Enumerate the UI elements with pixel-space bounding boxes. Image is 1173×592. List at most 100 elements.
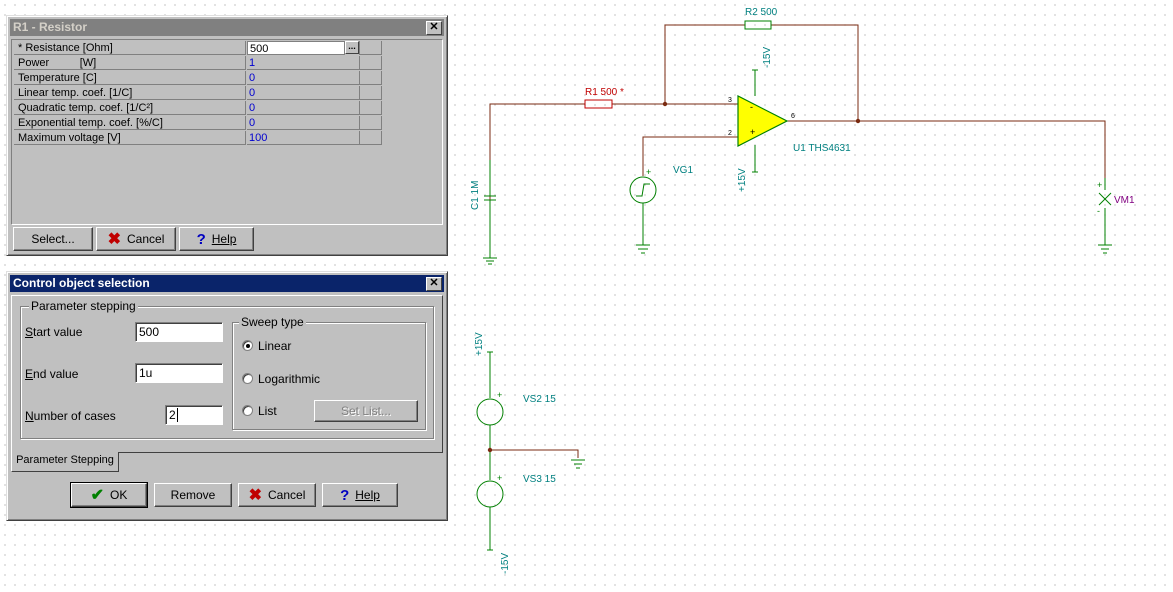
- rail-pos-bottom: +15V: [737, 168, 748, 192]
- ok-button[interactable]: ✔ OK: [70, 482, 148, 508]
- help-button[interactable]: ? Help: [179, 227, 254, 251]
- junctions: [487, 101, 861, 453]
- radio-list-label[interactable]: List: [258, 404, 277, 418]
- vg1-label: VG1: [673, 165, 693, 176]
- property-extra-cell: [359, 56, 382, 70]
- property-value-input[interactable]: 500: [247, 41, 345, 55]
- tab-parameter-stepping[interactable]: Parameter Stepping: [11, 452, 119, 472]
- property-value[interactable]: 0: [247, 101, 359, 115]
- opamp-minus: -: [750, 102, 753, 112]
- set-list-button[interactable]: Set List...: [314, 400, 418, 422]
- property-row[interactable]: Maximum voltage [V] 100: [14, 131, 392, 146]
- start-value-text: 500: [139, 325, 160, 339]
- cancel-button-label: Cancel: [127, 232, 165, 246]
- control-object-dialog: Control object selection ✕ Parameter ste…: [6, 271, 448, 521]
- start-value-label: Start value: [25, 325, 83, 339]
- pin-2: 2: [728, 130, 732, 137]
- tab-parameter-stepping-label: Parameter Stepping: [16, 454, 114, 466]
- resistor-r1[interactable]: [584, 99, 613, 109]
- end-value-input[interactable]: 1u: [135, 363, 223, 383]
- select-button-label: Select...: [31, 232, 75, 246]
- resistor-dialog-title: R1 - Resistor: [13, 20, 88, 34]
- property-row[interactable]: Temperature [C] 0: [14, 71, 392, 86]
- close-icon[interactable]: ✕: [426, 21, 442, 35]
- property-row[interactable]: Linear temp. coef. [1/C] 0: [14, 86, 392, 101]
- resistor-dialog: R1 - Resistor ✕ * Resistance [Ohm] 500 .…: [6, 15, 448, 256]
- property-name: Temperature [C]: [14, 71, 246, 85]
- pin-6: 6: [791, 113, 795, 120]
- property-extra-cell: [359, 131, 382, 145]
- resistor-dialog-titlebar[interactable]: R1 - Resistor ✕: [10, 19, 444, 36]
- radio-linear-label[interactable]: Linear: [258, 339, 292, 353]
- sweep-type-group: Sweep type: [232, 315, 426, 430]
- opamp-u1[interactable]: [737, 95, 789, 147]
- help-icon: ?: [340, 486, 350, 504]
- checkmark-icon: ✔: [90, 487, 105, 504]
- resistor-r2[interactable]: [744, 20, 772, 30]
- radio-logarithmic[interactable]: [242, 373, 253, 384]
- help-icon: ?: [196, 230, 206, 248]
- property-value[interactable]: 0: [247, 71, 359, 85]
- cancel-button[interactable]: ✖ Cancel: [238, 483, 316, 507]
- remove-button[interactable]: Remove: [154, 483, 232, 507]
- property-extra-cell: [359, 86, 382, 100]
- radio-logarithmic-label[interactable]: Logarithmic: [258, 372, 321, 386]
- help-button[interactable]: ? Help: [322, 483, 398, 507]
- property-value[interactable]: 1: [247, 56, 359, 70]
- rail-neg-supply: -15V: [500, 553, 511, 574]
- property-value[interactable]: 0: [247, 86, 359, 100]
- rail-pos-supply: +15V: [474, 332, 485, 356]
- end-value-text: 1u: [139, 366, 153, 380]
- pin-3: 3: [728, 97, 732, 104]
- radio-list[interactable]: [242, 405, 253, 416]
- property-value[interactable]: 0: [247, 116, 359, 130]
- parameter-stepping-group: Parameter stepping: [20, 299, 434, 439]
- property-extra-cell: [359, 116, 382, 130]
- vs3-plus: +: [497, 473, 502, 483]
- opamp-label: U1 THS4631: [793, 143, 851, 154]
- cancel-button[interactable]: ✖ Cancel: [96, 227, 176, 251]
- voltage-source-vs3[interactable]: [476, 450, 504, 551]
- property-row[interactable]: Power [W] 1: [14, 56, 392, 71]
- number-of-cases-label: Number of cases: [25, 409, 116, 423]
- property-value[interactable]: 100: [247, 131, 359, 145]
- property-name: Exponential temp. coef. [%/C]: [14, 116, 246, 130]
- property-row[interactable]: * Resistance [Ohm] 500 ...: [14, 41, 392, 56]
- cancel-icon: ✖: [248, 487, 263, 504]
- number-of-cases-text: 2: [169, 408, 176, 422]
- vs3-label: VS3 15: [523, 474, 556, 485]
- vm1-label: VM1: [1114, 195, 1135, 206]
- property-name: Quadratic temp. coef. [1/C²]: [14, 101, 246, 115]
- start-value-input[interactable]: 500: [135, 322, 223, 342]
- voltmeter-vm1[interactable]: [1098, 178, 1112, 254]
- number-of-cases-input[interactable]: 2: [165, 405, 223, 425]
- set-list-label: Set List...: [340, 404, 392, 418]
- property-extra-cell: [359, 41, 382, 55]
- property-row[interactable]: Quadratic temp. coef. [1/C²] 0: [14, 101, 392, 116]
- property-name: Linear temp. coef. [1/C]: [14, 86, 246, 100]
- control-dialog-title: Control object selection: [13, 276, 150, 290]
- rail-neg-top: -15V: [762, 47, 773, 68]
- property-grid[interactable]: * Resistance [Ohm] 500 ... Power [W] 1 T…: [11, 39, 443, 225]
- radio-linear[interactable]: [242, 340, 253, 351]
- help-button-label: Help: [355, 488, 380, 502]
- ground-symbol: [571, 459, 585, 469]
- ellipsis-button[interactable]: ...: [345, 41, 359, 54]
- select-button[interactable]: Select...: [13, 227, 93, 251]
- voltage-source-vs2[interactable]: [476, 351, 504, 450]
- end-value-label: End value: [25, 367, 79, 381]
- capacitor-c1[interactable]: [483, 160, 497, 265]
- property-name: Power [W]: [14, 56, 246, 70]
- r1-label: R1 500 *: [585, 87, 624, 98]
- cancel-button-label: Cancel: [268, 488, 306, 502]
- property-name: * Resistance [Ohm]: [14, 41, 246, 55]
- signal-generator-vg1[interactable]: [629, 176, 657, 254]
- vg1-plus: +: [646, 167, 651, 177]
- close-icon[interactable]: ✕: [426, 277, 442, 291]
- property-extra-cell: [359, 71, 382, 85]
- vm1-plus: +: [1097, 180, 1102, 190]
- control-dialog-titlebar[interactable]: Control object selection ✕: [10, 275, 444, 292]
- property-row[interactable]: Exponential temp. coef. [%/C] 0: [14, 116, 392, 131]
- vm1-minus: -: [1097, 206, 1100, 216]
